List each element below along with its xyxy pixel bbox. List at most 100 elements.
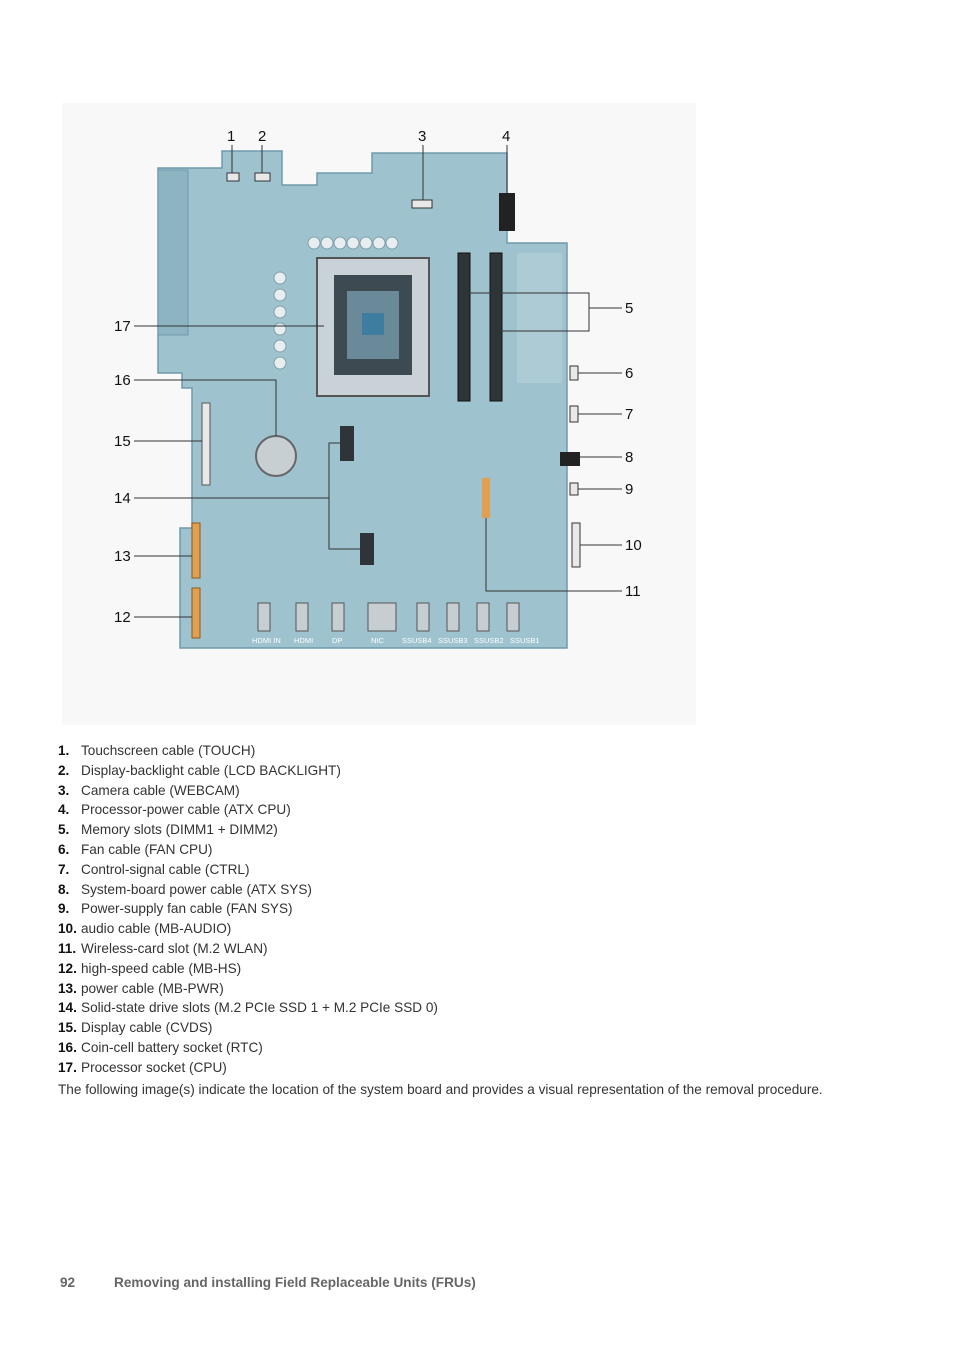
legend-item: 9. Power-supply fan cable (FAN SYS) [58, 899, 918, 919]
coin-cell-battery [255, 435, 297, 477]
legend-item: 10.audio cable (MB-AUDIO) [58, 919, 918, 939]
callout-14: 14 [114, 490, 131, 507]
legend-text: Wireless-card slot (M.2 WLAN) [81, 940, 268, 956]
component-legend: 1. Touchscreen cable (TOUCH) 2. Display-ba… [58, 741, 918, 1078]
m2-ssd-slot-0 [360, 533, 374, 565]
legend-number: 1. [58, 743, 70, 758]
m2-wlan-slot [482, 478, 490, 518]
legend-number: 6. [58, 841, 70, 857]
legend-item: 12.high-speed cable (MB-HS) [58, 959, 918, 979]
legend-number: 11. [58, 940, 77, 956]
legend-text: Touchscreen cable (TOUCH) [81, 743, 256, 758]
legend-text: Control-signal cable (CTRL) [81, 861, 250, 877]
legend-item: 17.Processor socket (CPU) [58, 1058, 918, 1078]
section-title: Removing and installing Field Replaceabl… [114, 1275, 476, 1290]
legend-item: 13.power cable (MB-PWR) [58, 979, 918, 999]
legend-number: 7. [58, 861, 70, 877]
callout-17: 17 [114, 318, 131, 335]
legend-text: Coin-cell battery socket (RTC) [81, 1039, 263, 1055]
legend-text: Processor-power cable (ATX CPU) [81, 802, 291, 818]
m2-ssd-slot-1 [340, 426, 354, 461]
legend-item: 8. System-board power cable (ATX SYS) [58, 880, 918, 900]
legend-text: Fan cable (FAN CPU) [81, 841, 213, 857]
legend-text: audio cable (MB-AUDIO) [81, 921, 232, 937]
silkscreen-hdmi-in: HDMI IN [252, 636, 281, 645]
legend-item: 16.Coin-cell battery socket (RTC) [58, 1038, 918, 1058]
page-number: 92 [60, 1275, 76, 1290]
memory-slots [457, 252, 562, 402]
silkscreen-ssusb2: SSUSB2 [474, 636, 504, 645]
callout-2: 2 [258, 128, 266, 145]
capacitor-row [273, 236, 399, 370]
cvds-connector [201, 402, 211, 486]
legend-text: Processor socket (CPU) [81, 1059, 227, 1075]
atx-sys-connector [560, 452, 580, 466]
callout-10: 10 [625, 537, 642, 554]
silkscreen-nic: NIC [371, 636, 385, 645]
fan-cpu-connector [569, 365, 579, 381]
atx-cpu-connector [499, 193, 515, 231]
silkscreen-ssusb3: SSUSB3 [438, 636, 468, 645]
callout-leaders [134, 145, 622, 618]
legend-text: Memory slots (DIMM1 + DIMM2) [81, 822, 278, 838]
callout-11: 11 [625, 583, 641, 600]
legend-item: 4. Processor-power cable (ATX CPU) [58, 800, 918, 820]
legend-text: high-speed cable (MB-HS) [81, 960, 242, 976]
callout-8: 8 [625, 449, 633, 466]
webcam-connector [411, 199, 433, 209]
legend-item: 3. Camera cable (WEBCAM) [58, 781, 918, 801]
mb-audio-connector [571, 522, 581, 568]
legend-number: 12. [58, 960, 77, 976]
legend-item: 5. Memory slots (DIMM1 + DIMM2) [58, 820, 918, 840]
cpu-socket [316, 257, 430, 397]
callout-1: 1 [227, 128, 235, 145]
legend-text: power cable (MB-PWR) [81, 980, 224, 996]
legend-number: 9. [58, 901, 70, 917]
legend-number: 10. [58, 921, 77, 937]
legend-item: 6. Fan cable (FAN CPU) [58, 840, 918, 860]
callout-4: 4 [502, 128, 510, 145]
silkscreen-hdmi: HDMI [294, 636, 313, 645]
callout-15: 15 [114, 433, 131, 450]
legend-number: 15. [58, 1020, 77, 1036]
legend-item: 7. Control-signal cable (CTRL) [58, 860, 918, 880]
legend-item: 11.Wireless-card slot (M.2 WLAN) [58, 939, 918, 959]
legend-text: System-board power cable (ATX SYS) [81, 881, 312, 897]
silkscreen-ssusb1: SSUSB1 [510, 636, 540, 645]
lcd-backlight-connector [254, 172, 271, 182]
silkscreen-ssusb4: SSUSB4 [402, 636, 432, 645]
legend-text: Power-supply fan cable (FAN SYS) [81, 901, 293, 917]
legend-number: 4. [58, 802, 70, 818]
callout-3: 3 [418, 128, 426, 145]
legend-text: Solid-state drive slots (M.2 PCIe SSD 1 … [81, 1000, 438, 1016]
legend-number: 16. [58, 1039, 77, 1055]
legend-text: Display-backlight cable (LCD BACKLIGHT) [81, 762, 341, 778]
edge-connector [157, 169, 189, 336]
legend-number: 17. [58, 1059, 77, 1075]
rear-io-ports [257, 602, 520, 632]
silkscreen-dp: DP [332, 636, 342, 645]
callout-6: 6 [625, 365, 633, 382]
legend-item: 15.Display cable (CVDS) [58, 1018, 918, 1038]
procedure-intro-paragraph: The following image(s) indicate the loca… [58, 1082, 823, 1097]
callout-12: 12 [114, 609, 131, 626]
legend-text: Camera cable (WEBCAM) [81, 782, 240, 798]
fan-sys-connector [569, 482, 579, 496]
mb-hs-connector [191, 587, 201, 639]
legend-number: 14. [58, 1000, 77, 1016]
legend-number: 2. [58, 762, 70, 778]
legend-item: 1. Touchscreen cable (TOUCH) [58, 741, 918, 761]
touch-connector [226, 172, 240, 182]
callout-7: 7 [625, 406, 633, 423]
legend-number: 13. [58, 980, 77, 996]
legend-item: 2. Display-backlight cable (LCD BACKLIGHT… [58, 761, 918, 781]
page-footer: 92 Removing and installing Field Replacea… [60, 1275, 476, 1290]
legend-number: 3. [58, 782, 70, 798]
legend-number: 5. [58, 822, 70, 838]
system-board-figure: HDMI IN HDMI DP NIC SSUSB4 SSUSB3 SSUSB2… [62, 103, 696, 725]
ctrl-connector [569, 405, 579, 423]
legend-item: 14.Solid-state drive slots (M.2 PCIe SSD… [58, 998, 918, 1018]
legend-number: 8. [58, 881, 70, 897]
legend-text: Display cable (CVDS) [81, 1020, 213, 1036]
callout-13: 13 [114, 548, 131, 565]
